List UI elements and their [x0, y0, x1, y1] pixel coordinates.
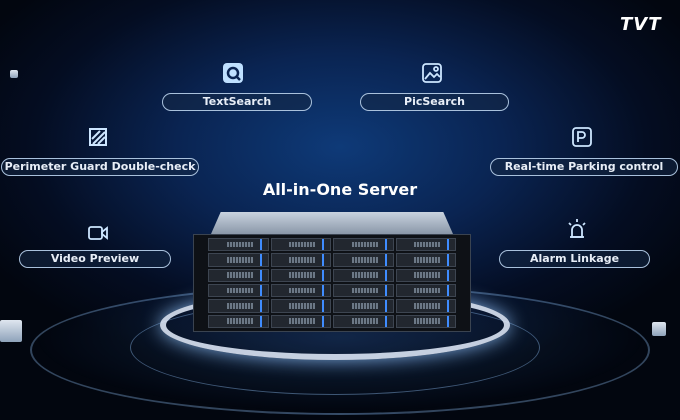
- drive-bay: [270, 238, 331, 252]
- drive-bay: [395, 238, 456, 252]
- drive-bay: [395, 283, 456, 298]
- drive-bay: [395, 253, 456, 267]
- picture-search-icon: [421, 62, 443, 84]
- drive-bay: [208, 238, 269, 252]
- text-search-icon: [222, 62, 244, 84]
- drive-bay: [333, 253, 394, 267]
- floating-cube: [652, 322, 666, 336]
- floating-cube: [10, 70, 18, 78]
- drive-bay: [208, 268, 269, 282]
- feature-perimeter-guard: Perimeter Guard Double-check: [1, 158, 199, 176]
- server-chassis: [193, 212, 471, 332]
- drive-bay: [208, 314, 269, 328]
- server-top-cover: [211, 212, 453, 234]
- video-camera-icon: [87, 222, 109, 244]
- drive-bay: [270, 314, 331, 328]
- drive-bay: [270, 268, 331, 282]
- server-front-panel: [193, 234, 471, 332]
- drive-bay: [333, 268, 394, 282]
- drive-bay: [333, 299, 394, 313]
- perimeter-guard-icon: [87, 126, 109, 148]
- brand-logo: TVT: [620, 14, 662, 35]
- drive-bay: [395, 268, 456, 282]
- feature-parking-control: Real-time Parking control: [490, 158, 678, 176]
- page-title: All-in-One Server: [262, 180, 418, 199]
- floating-cube: [0, 320, 22, 342]
- alarm-light-icon: [566, 218, 588, 240]
- drive-bay: [333, 314, 394, 328]
- drive-bay: [270, 299, 331, 313]
- drive-bay: [270, 253, 331, 267]
- feature-video-preview: Video Preview: [19, 250, 171, 268]
- drive-bay: [395, 299, 456, 313]
- drive-bay: [208, 299, 269, 313]
- parking-icon: [571, 126, 593, 148]
- drive-bay: [208, 283, 269, 298]
- feature-textsearch: TextSearch: [162, 93, 312, 111]
- feature-alarm-linkage: Alarm Linkage: [499, 250, 650, 268]
- drive-bay: [333, 238, 394, 252]
- drive-bay: [208, 253, 269, 267]
- drive-bay: [395, 314, 456, 328]
- drive-bays: [208, 238, 456, 328]
- drive-bay: [270, 283, 331, 298]
- drive-bay: [333, 283, 394, 298]
- feature-picsearch: PicSearch: [360, 93, 509, 111]
